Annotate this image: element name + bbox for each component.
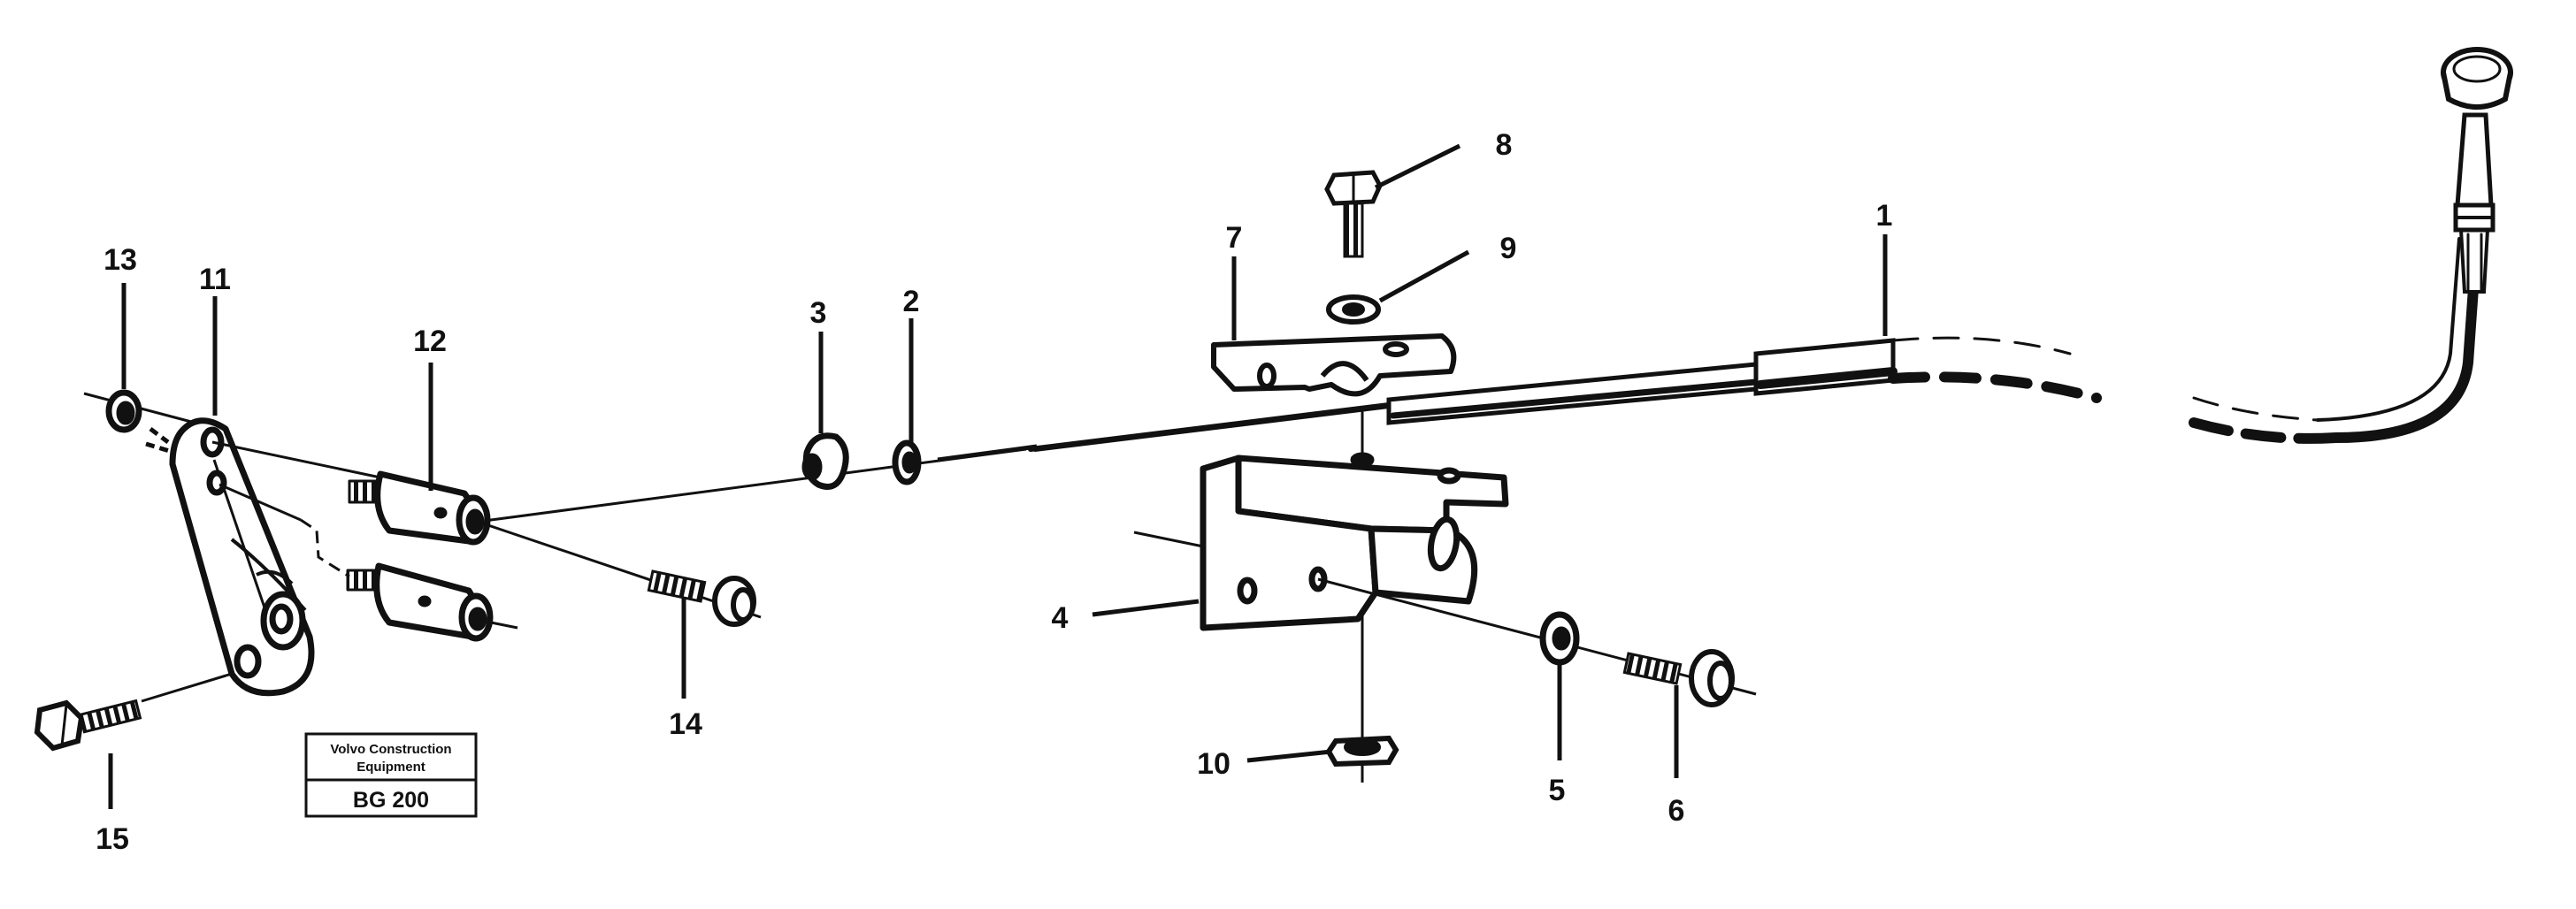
callout-4: 4 — [1052, 601, 1069, 635]
washer-9 — [1326, 294, 1381, 325]
callout-15: 15 — [96, 822, 129, 856]
linkage-dash-lower — [300, 518, 350, 578]
inner-rod — [477, 447, 1027, 523]
leader-9 — [1378, 249, 1470, 303]
leader-10 — [1246, 749, 1332, 763]
lock-washer-2 — [892, 439, 922, 485]
callout-13: 13 — [104, 243, 137, 277]
leader-8 — [1374, 143, 1461, 190]
lower-rod-line — [486, 620, 518, 630]
rod-end-line — [937, 444, 1038, 462]
stamp-code: BG 200 — [353, 788, 429, 813]
callout-2: 2 — [903, 285, 920, 318]
washer-13 — [83, 389, 196, 433]
callout-10: 10 — [1197, 747, 1230, 781]
center-line-bolt-6 — [1317, 577, 1757, 696]
bolt-8 — [1324, 170, 1383, 258]
linkage-line-upper — [211, 440, 381, 479]
volvo-stamp: Volvo Construction Equipment BG 200 — [304, 732, 478, 818]
callout-1: 1 — [1876, 199, 1893, 233]
bolt-15 — [34, 672, 233, 752]
stamp-line-2: Equipment — [356, 760, 426, 775]
callout-9: 9 — [1500, 232, 1517, 265]
linkage-dash-upper — [145, 427, 176, 455]
callout-3: 3 — [810, 296, 827, 330]
stamp-line-1: Volvo Construction — [330, 742, 451, 757]
rod-end-lower — [346, 562, 494, 642]
lever-11 — [169, 417, 315, 697]
leader-lines — [108, 143, 1888, 809]
nut-10 — [1325, 735, 1399, 768]
linkage-line-lower — [218, 483, 302, 522]
callout-12: 12 — [413, 325, 447, 358]
nut-3 — [801, 432, 849, 490]
leader-4 — [1092, 599, 1200, 617]
bolt-14 — [477, 520, 762, 627]
center-line-left — [1133, 531, 1204, 548]
rod-end-12 — [348, 470, 491, 546]
callout-14: 14 — [669, 707, 702, 741]
callout-6: 6 — [1668, 794, 1685, 828]
callout-8: 8 — [1496, 128, 1513, 162]
callout-7: 7 — [1226, 221, 1243, 255]
control-cable — [1028, 47, 2513, 452]
cable-clamp — [1211, 333, 1457, 397]
washer-5 — [1539, 611, 1580, 666]
callout-11: 11 — [199, 263, 231, 296]
bolt-6 — [1622, 649, 1735, 707]
mounting-bracket — [1200, 452, 1509, 631]
callout-5: 5 — [1549, 774, 1566, 807]
